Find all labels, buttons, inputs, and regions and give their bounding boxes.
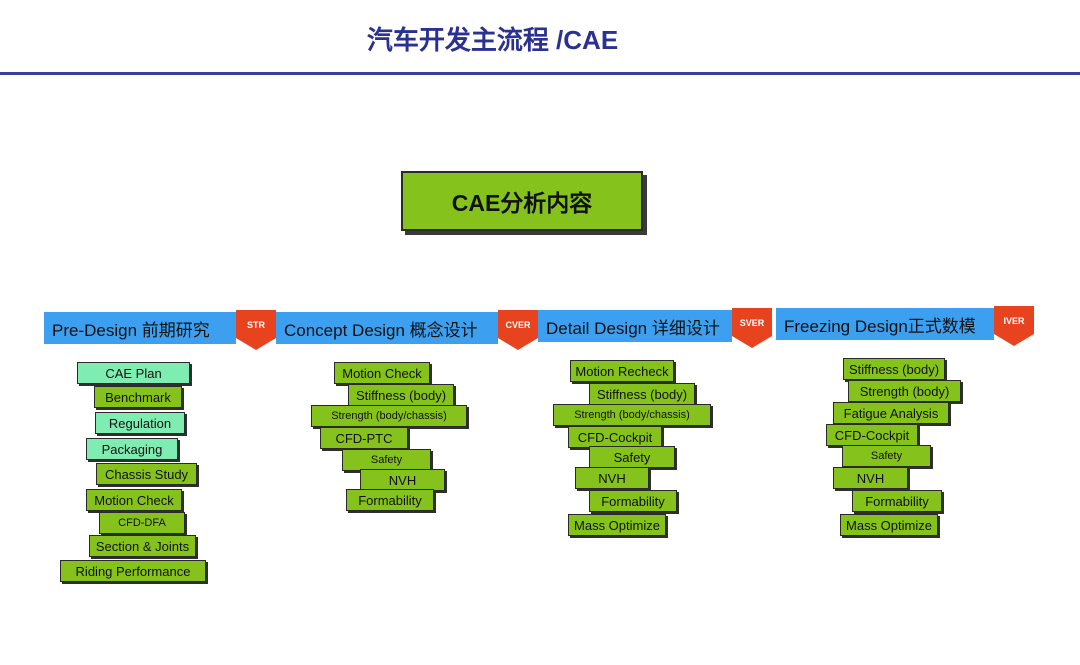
task-item: NVH [575, 467, 649, 489]
task-item: CFD-PTC [320, 427, 408, 449]
cae-content-box: CAE分析内容 [401, 171, 643, 231]
gate-marker-iver: IVER [994, 306, 1034, 346]
task-item: Strength (body/chassis) [311, 405, 467, 427]
gate-label: SVER [739, 318, 765, 328]
gate-marker-str: STR [236, 310, 276, 350]
phase-bar-pre-design: Pre-Design 前期研究 [44, 312, 236, 344]
page-title: 汽车开发主流程 /CAE [366, 25, 619, 55]
task-item: Mass Optimize [568, 514, 666, 536]
gate-label: STR [247, 320, 265, 330]
task-item: Mass Optimize [840, 514, 938, 536]
task-item: Regulation [95, 412, 185, 434]
phase-bar-concept-design: Concept Design 概念设计 [276, 312, 498, 344]
task-item: Strength (body) [848, 380, 961, 402]
gate-label: IVER [1003, 316, 1025, 326]
task-item: Fatigue Analysis [833, 402, 949, 424]
title-divider [0, 72, 1080, 75]
task-item: Formability [589, 490, 677, 512]
task-item: Strength (body/chassis) [553, 404, 711, 426]
task-item: Motion Check [86, 489, 182, 511]
task-item: CFD-DFA [99, 512, 185, 534]
task-item: Safety [342, 449, 431, 471]
task-item: Motion Check [334, 362, 430, 384]
gate-label: CVER [505, 320, 531, 330]
gate-marker-sver: SVER [732, 308, 772, 348]
task-item: CFD-Cockpit [826, 424, 918, 446]
phase-bar-freezing-design: Freezing Design正式数模 [776, 308, 994, 340]
task-item: Stiffness (body) [589, 383, 695, 405]
task-item: Formability [346, 489, 434, 511]
phase-bar-detail-design: Detail Design 详细设计 [538, 310, 732, 342]
task-item: Chassis Study [96, 463, 197, 485]
task-item: Stiffness (body) [348, 384, 454, 406]
task-item: NVH [360, 469, 445, 491]
task-item: CAE Plan [77, 362, 190, 384]
gate-marker-cver: CVER [498, 310, 538, 350]
task-item: NVH [833, 467, 908, 489]
task-item: Packaging [86, 438, 178, 460]
task-item: Safety [589, 446, 675, 468]
task-item: Benchmark [94, 386, 182, 408]
task-item: Safety [842, 445, 931, 467]
task-item: CFD-Cockpit [568, 426, 662, 448]
task-item: Stiffness (body) [843, 358, 945, 380]
task-item: Motion Recheck [570, 360, 674, 382]
task-item: Riding Performance [60, 560, 206, 582]
task-item: Section & Joints [89, 535, 196, 557]
task-item: Formability [852, 490, 942, 512]
